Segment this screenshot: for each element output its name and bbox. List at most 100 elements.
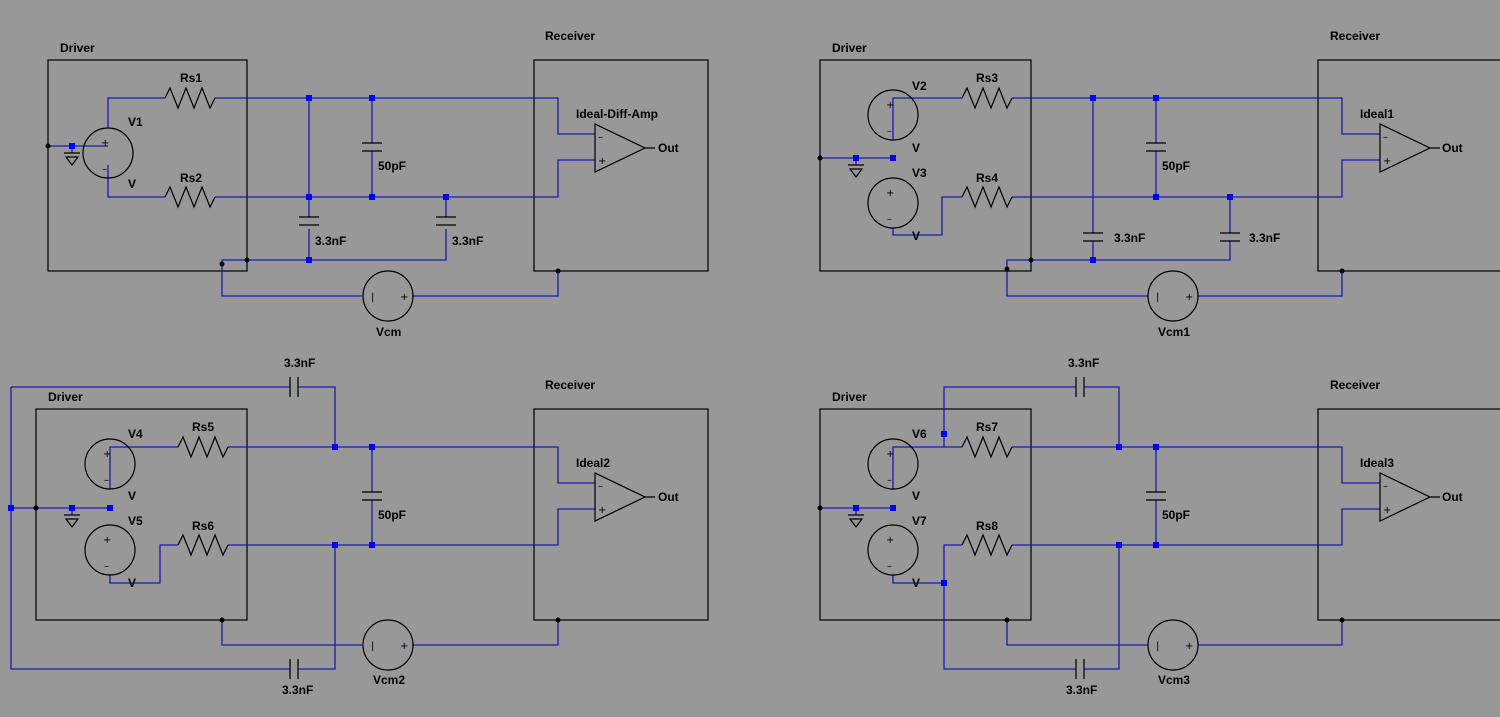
vcm-plus-icon: + (1185, 641, 1193, 652)
amp-plus: + (598, 156, 606, 167)
amp-minus: – (1383, 481, 1388, 492)
op-amp-symbol (1379, 472, 1440, 522)
source-value-label: V (912, 229, 920, 243)
capacitor-top (1075, 377, 1085, 397)
capacitor-shunt-b (1220, 232, 1240, 242)
plus-sign: + (101, 138, 109, 149)
voltage-source-v4 (84, 438, 136, 490)
ground-icon (848, 514, 864, 528)
vcm-label: Vcm2 (373, 673, 405, 687)
driver-box (47, 59, 248, 272)
wires (48, 97, 595, 297)
op-amp-symbol (1379, 123, 1440, 173)
resistor-label-rs6: Rs6 (192, 519, 214, 533)
receiver-label: Receiver (545, 378, 595, 392)
junctions (8, 444, 375, 548)
circuit-2: Driver Receiver + – + – V2 V V3 V Rs3 Rs… (817, 29, 1500, 339)
vcm-bar-icon: | (371, 641, 374, 652)
driver-box (35, 408, 248, 621)
vcm-plus-icon: + (400, 292, 408, 303)
resistor-rs2 (164, 185, 216, 209)
amp-label: Ideal-Diff-Amp (576, 107, 658, 121)
capacitor-50pf (1146, 142, 1166, 152)
source-label-v3: V3 (912, 166, 927, 180)
receiver-box (1317, 59, 1500, 272)
junctions (853, 431, 1159, 586)
resistor-label-rs7: Rs7 (976, 420, 998, 434)
receiver-label: Receiver (1330, 29, 1380, 43)
amp-label: Ideal1 (1360, 107, 1394, 121)
capacitor-label-shunt-a: 3.3nF (1114, 231, 1145, 245)
junctions (853, 95, 1233, 263)
source-label-v4: V4 (128, 427, 143, 441)
driver-label: Driver (832, 41, 867, 55)
plus-sign: + (886, 100, 894, 111)
amp-out-label: Out (1442, 490, 1463, 504)
wires (10, 386, 595, 670)
driver-label: Driver (60, 41, 95, 55)
capacitor-50pf (362, 142, 382, 152)
minus-sign: – (887, 475, 892, 486)
capacitor-label-top: 3.3nF (284, 356, 315, 370)
amp-out-label: Out (658, 490, 679, 504)
vcm-source (1147, 270, 1199, 322)
amp-minus: – (598, 481, 603, 492)
circuit-1: Driver Receiver + – V1 V Rs1 Rs2 50pF 3.… (45, 29, 709, 339)
amp-plus: + (1383, 156, 1391, 167)
capacitor-shunt-a (1083, 232, 1103, 242)
resistor-rs6 (177, 533, 229, 557)
vcm-label: Vcm1 (1158, 325, 1190, 339)
source-value-label: V (128, 489, 136, 503)
receiver-label: Receiver (545, 29, 595, 43)
resistor-label-rs2: Rs2 (180, 171, 202, 185)
capacitor-label-top: 3.3nF (1068, 356, 1099, 370)
driver-box (819, 59, 1032, 272)
capacitor-label-bottom: 3.3nF (1066, 683, 1097, 697)
ground-icon (64, 152, 80, 166)
resistor-rs7 (961, 435, 1013, 459)
source-label-v6: V6 (912, 427, 927, 441)
pin-dots (45, 143, 561, 274)
plus-sign: + (886, 188, 894, 199)
capacitor-label-shunt-b: 3.3nF (1249, 231, 1280, 245)
resistor-label-rs5: Rs5 (192, 420, 214, 434)
circuit-4: Driver Receiver + – + – V6 V V7 V Rs7 Rs… (817, 356, 1500, 697)
amp-label: Ideal2 (576, 456, 610, 470)
vcm-source (1147, 619, 1199, 671)
voltage-source-v2 (867, 89, 919, 141)
op-amp-symbol (594, 472, 655, 522)
voltage-source-v3 (867, 177, 919, 229)
voltage-source-v7 (867, 524, 919, 576)
source-value-label: V (128, 576, 136, 590)
vcm-plus-icon: + (400, 641, 408, 652)
amp-minus: – (1383, 132, 1388, 143)
ground-icon (64, 514, 80, 528)
wires (820, 97, 1380, 297)
capacitor-label-50pf: 50pF (1162, 159, 1190, 173)
vcm-source (362, 619, 414, 671)
capacitor-label-50pf: 50pF (378, 159, 406, 173)
capacitor-label-shunt-b: 3.3nF (452, 234, 483, 248)
amp-out-label: Out (658, 141, 679, 155)
minus-sign: – (887, 561, 892, 572)
receiver-label: Receiver (1330, 378, 1380, 392)
plus-sign: + (886, 449, 894, 460)
capacitor-bottom (1075, 659, 1085, 679)
pin-dots (817, 505, 1345, 623)
source-value-label: V (912, 489, 920, 503)
capacitor-label-50pf: 50pF (378, 508, 406, 522)
source-value-label: V (128, 177, 136, 191)
resistor-rs8 (961, 533, 1013, 557)
capacitor-top (289, 377, 299, 397)
capacitor-bottom (289, 659, 299, 679)
driver-box (819, 408, 1032, 621)
capacitor-50pf (362, 491, 382, 501)
source-label-v7: V7 (912, 514, 927, 528)
vcm-bar-icon: | (371, 292, 374, 303)
capacitor-50pf (1146, 491, 1166, 501)
capacitor-label-bottom: 3.3nF (282, 683, 313, 697)
vcm-plus-icon: + (1185, 292, 1193, 303)
capacitor-label-shunt-a: 3.3nF (315, 234, 346, 248)
